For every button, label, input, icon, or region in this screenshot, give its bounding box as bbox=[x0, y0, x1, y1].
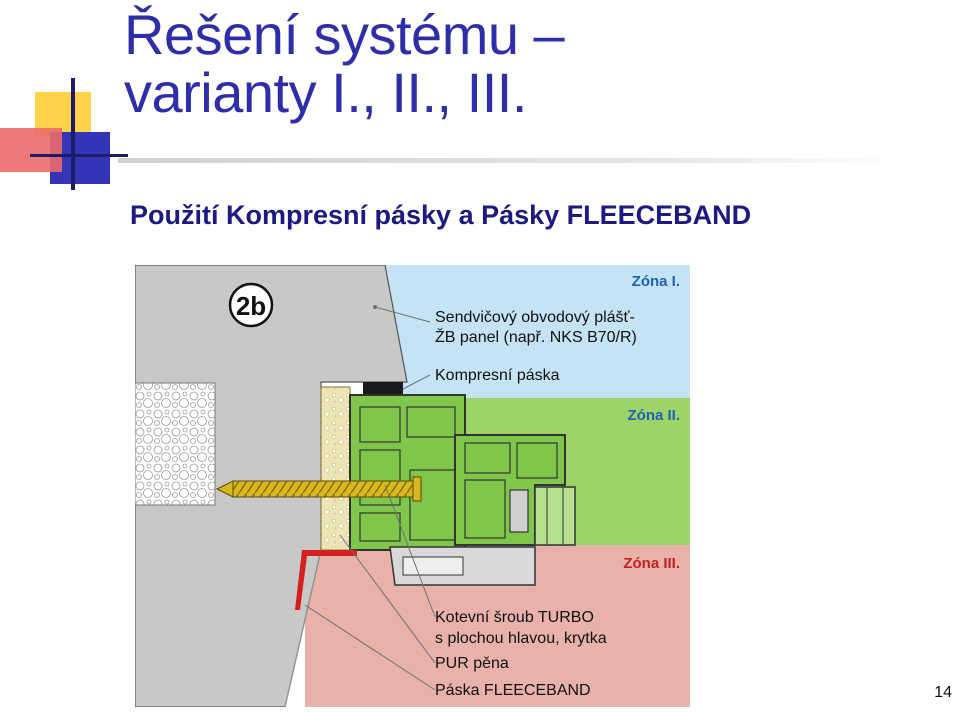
compress-tape-label: Kompresní páska bbox=[435, 367, 560, 384]
pur-foam bbox=[320, 386, 354, 551]
zone-2-label: Zóna II. bbox=[628, 407, 681, 424]
deco-vertical-line bbox=[71, 78, 75, 190]
frame-chamber-4 bbox=[359, 512, 401, 542]
wall-insulation bbox=[135, 382, 216, 506]
slide-decoration bbox=[0, 78, 128, 190]
variant-badge bbox=[228, 282, 274, 328]
screw-head bbox=[412, 476, 422, 502]
zone-3-label: Zóna III. bbox=[623, 555, 680, 572]
leader-lines bbox=[304, 306, 436, 691]
wall-label-line2: ŽB panel (např. NKS B70/R) bbox=[435, 327, 637, 346]
leader-fleeceband bbox=[304, 604, 436, 691]
deco-red-square bbox=[0, 128, 62, 172]
wall-label-line1: Sendvičový obvodový plášť- bbox=[435, 309, 635, 326]
sash-chamber-1 bbox=[464, 442, 511, 474]
zone-1-area bbox=[385, 265, 690, 398]
title-divider bbox=[118, 158, 898, 163]
compression-tape bbox=[363, 382, 403, 397]
leader-foam bbox=[339, 534, 436, 664]
variant-badge-label: 2b bbox=[236, 291, 266, 321]
leader-dot-wall bbox=[373, 305, 377, 309]
slide-title-line2: varianty I., II., III. bbox=[124, 61, 527, 124]
screw-label-line2: s plochou hlavou, krytka bbox=[435, 630, 607, 647]
frame-chamber-2 bbox=[406, 406, 456, 438]
slide-subtitle: Použití Kompresní pásky a Pásky FLEECEBA… bbox=[130, 200, 752, 230]
leader-wall bbox=[374, 306, 431, 323]
leader-screw bbox=[384, 484, 436, 618]
wall-shading bbox=[284, 549, 322, 707]
sash-chamber-2 bbox=[516, 442, 558, 479]
slide-title: Řešení systému – varianty I., II., III. bbox=[124, 3, 565, 124]
screw-label-line1: Kotevní šroub TURBO bbox=[435, 609, 594, 626]
page-number: 14 bbox=[934, 684, 952, 701]
glazing-unit bbox=[534, 486, 576, 546]
foam-label: PUR pěna bbox=[435, 655, 509, 672]
deco-horizontal-line bbox=[30, 154, 128, 157]
sash-chamber-3 bbox=[464, 479, 506, 539]
sill-chamber bbox=[402, 556, 464, 576]
sash-gasket bbox=[509, 489, 529, 533]
zone-1-label: Zóna I. bbox=[632, 273, 680, 290]
frame-chamber-1 bbox=[359, 406, 401, 443]
fleeceband-label: Páska FLEECEBAND bbox=[435, 682, 591, 699]
fleeceband-tape bbox=[295, 550, 357, 610]
window-installation-diagram: 2b Zóna I. Zóna II. Zóna III. Sendvičový… bbox=[135, 265, 690, 707]
slide-title-line1: Řešení systému – bbox=[124, 3, 565, 66]
leader-compress-tape bbox=[402, 374, 431, 390]
